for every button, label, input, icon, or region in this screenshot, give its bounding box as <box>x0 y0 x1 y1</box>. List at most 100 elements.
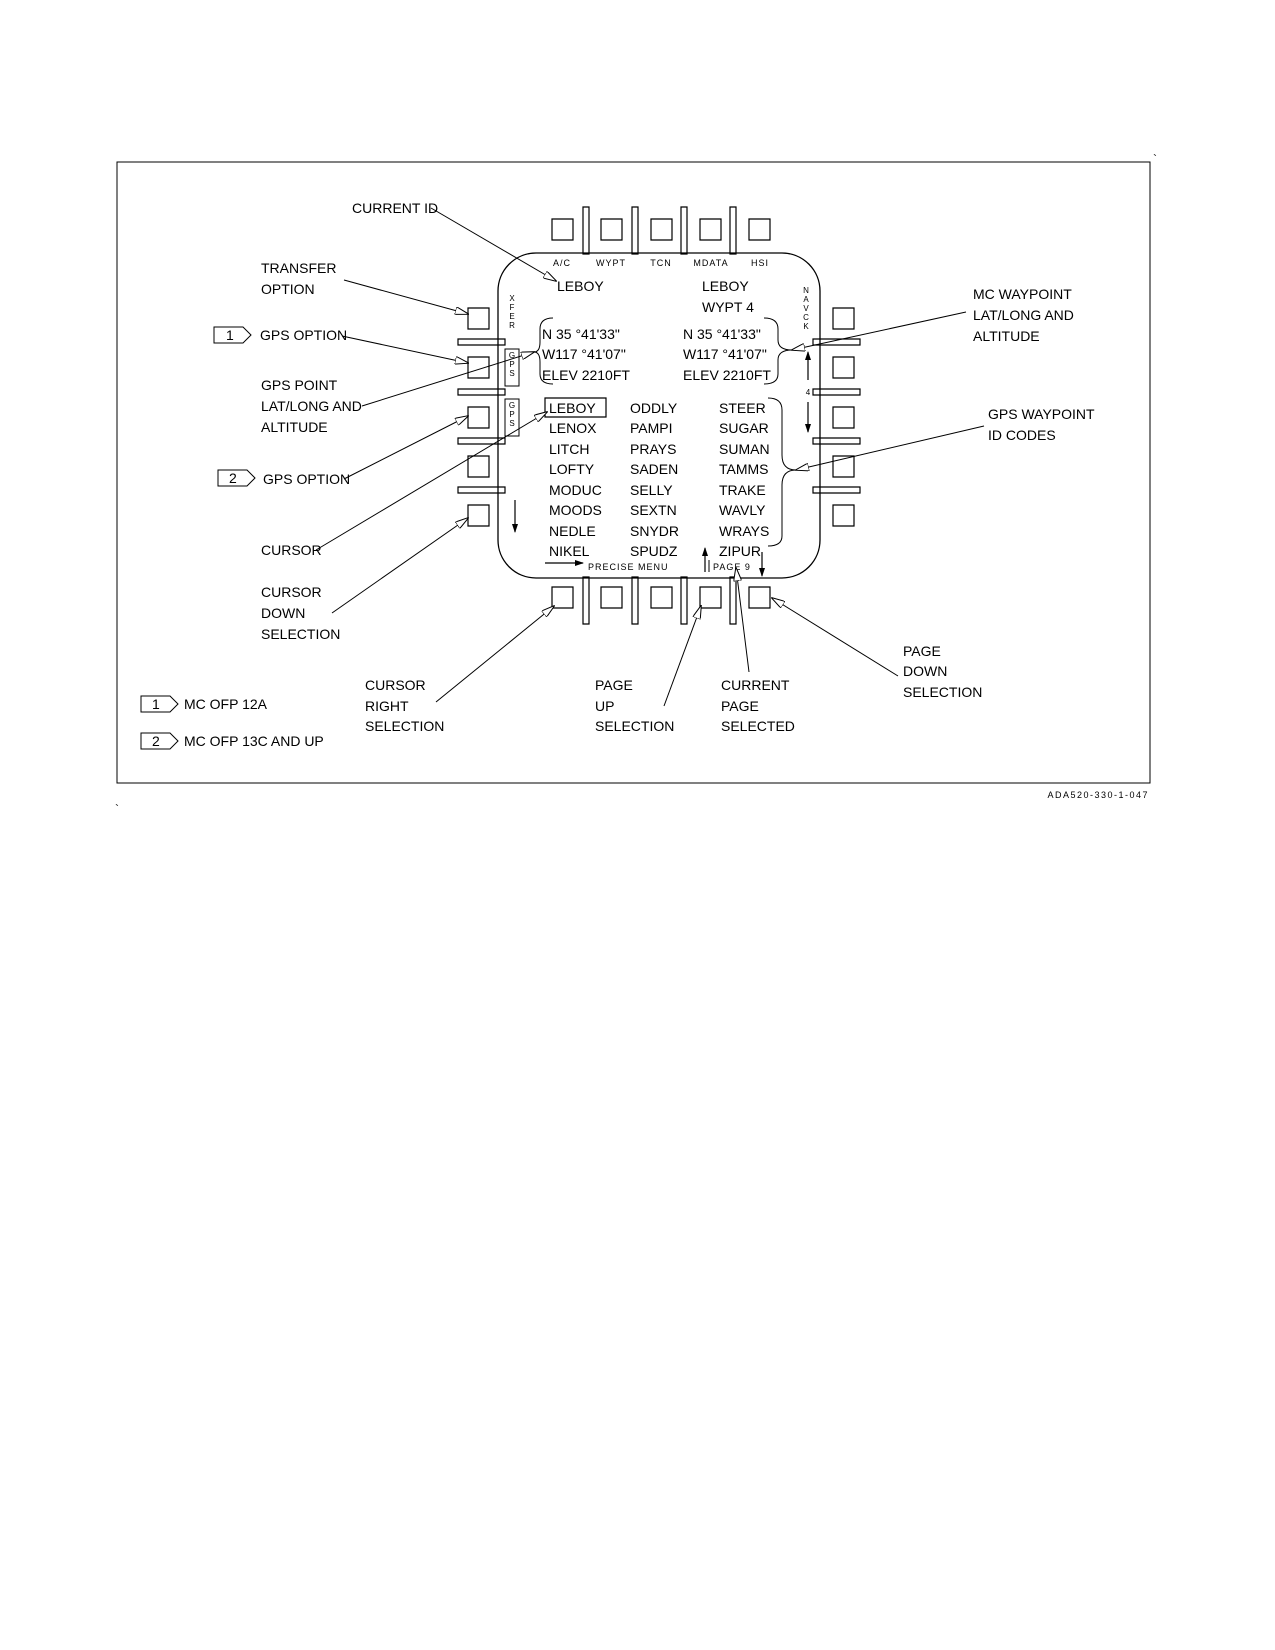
bezel-button-page-up[interactable] <box>700 587 721 608</box>
bezel-divider <box>681 207 687 254</box>
bezel-divider <box>583 577 589 624</box>
id-col3-row6[interactable]: WAVLY <box>719 502 766 518</box>
id-col2-row5[interactable]: SELLY <box>630 482 673 498</box>
id-col1-row5[interactable]: MODUC <box>549 482 602 498</box>
bezel-button-tcn[interactable] <box>651 219 672 240</box>
option-label-wypt: WYPT <box>596 258 626 268</box>
note-flag-1-icon <box>214 327 251 343</box>
id-col2-row7[interactable]: SNYDR <box>630 523 679 539</box>
bezel-button-right-5[interactable] <box>833 505 854 526</box>
legend-flag-2-number: 2 <box>152 733 160 749</box>
legend: 1 MC OFP 12A 2 MC OFP 13C AND UP <box>141 696 324 749</box>
bezel-button-bottom-2[interactable] <box>601 587 622 608</box>
bezel-divider <box>813 438 860 444</box>
id-col1-row3[interactable]: LITCH <box>549 441 589 457</box>
legend-text-1: MC OFP 12A <box>184 696 268 712</box>
bezel-divider <box>632 577 638 624</box>
mc-id: LEBOY <box>702 278 749 294</box>
id-col2-row3[interactable]: PRAYS <box>630 441 676 457</box>
callout-page-up-line3: SELECTION <box>595 718 674 734</box>
option-label-ac: A/C <box>553 258 571 268</box>
bezel-button-hsi[interactable] <box>749 219 770 240</box>
bezel-button-bottom-3[interactable] <box>651 587 672 608</box>
leader-cursor-right <box>436 606 554 702</box>
id-col1-row4[interactable]: LOFTY <box>549 461 595 477</box>
leader-mc-waypoint <box>792 312 966 350</box>
leader-current-page <box>736 568 749 672</box>
id-col2-row1[interactable]: ODDLY <box>630 400 678 416</box>
id-col3-row4[interactable]: TAMMS <box>719 461 769 477</box>
id-col3-row3[interactable]: SUMAN <box>719 441 770 457</box>
note-flag-2-number: 2 <box>229 470 237 486</box>
callout-cursor-right-line2: RIGHT <box>365 698 409 714</box>
leader-gps-ids <box>796 426 984 470</box>
id-col2-row8[interactable]: SPUDZ <box>630 543 678 559</box>
top-bezel <box>552 207 770 254</box>
callout-gps-point-line3: ALTITUDE <box>261 419 328 435</box>
id-col2-row4[interactable]: SADEN <box>630 461 678 477</box>
right-bezel <box>813 308 860 526</box>
id-col1-row7[interactable]: NEDLE <box>549 523 596 539</box>
bezel-button-cursor-down[interactable] <box>468 505 489 526</box>
id-col1-row2[interactable]: LENOX <box>549 420 597 436</box>
bezel-button-cursor-right[interactable] <box>552 587 573 608</box>
id-col3-row7[interactable]: WRAYS <box>719 523 769 539</box>
mc-point-lon: W117 °41'07" <box>683 346 767 362</box>
id-col2-row6[interactable]: SEXTN <box>630 502 677 518</box>
id-col1-row8[interactable]: NIKEL <box>549 543 590 559</box>
current-id: LEBOY <box>557 278 604 294</box>
callout-current-page-line3: SELECTED <box>721 718 795 734</box>
bezel-button-page-down[interactable] <box>749 587 770 608</box>
callout-page-down-line3: SELECTION <box>903 684 982 700</box>
bezel-button-right-2[interactable] <box>833 357 854 378</box>
callout-cursor: CURSOR <box>261 542 322 558</box>
figure-frame <box>117 162 1150 783</box>
leader-current-id <box>431 208 556 281</box>
callout-transfer-line2: OPTION <box>261 281 315 297</box>
bezel-button-wypt[interactable] <box>601 219 622 240</box>
bezel-button-xfer[interactable] <box>468 308 489 329</box>
bezel-divider <box>730 207 736 254</box>
callout-gps-point-line2: LAT/LONG AND <box>261 398 362 414</box>
id-col3-row5[interactable]: TRAKE <box>719 482 766 498</box>
leader-cursor-down <box>332 518 468 613</box>
bezel-button-right-3[interactable] <box>833 407 854 428</box>
id-col3-row8[interactable]: ZIPUR <box>719 543 761 559</box>
bezel-divider <box>813 339 860 345</box>
gps-point-lon: W117 °41'07" <box>542 346 626 362</box>
bezel-divider <box>813 487 860 493</box>
leader-transfer <box>344 280 468 314</box>
callout-gps-option-1: GPS OPTION <box>260 327 347 343</box>
legend-flag-1-icon <box>141 696 178 712</box>
legend-flag-2-icon <box>141 733 178 749</box>
bezel-button-gps-2[interactable] <box>468 407 489 428</box>
precise-menu-label: PRECISE MENU <box>588 562 669 572</box>
page-count: 4 <box>806 388 811 397</box>
leader-page-down <box>772 598 898 676</box>
bezel-button-ac[interactable] <box>552 219 573 240</box>
callout-page-down-line1: PAGE <box>903 643 941 659</box>
bezel-divider <box>583 207 589 254</box>
frame-tick-bottom: ` <box>115 802 119 816</box>
bezel-button-navck[interactable] <box>833 308 854 329</box>
callout-page-up-line2: UP <box>595 698 614 714</box>
id-col2-row2[interactable]: PAMPI <box>630 420 673 436</box>
bezel-button-mdata[interactable] <box>700 219 721 240</box>
callout-transfer-line1: TRANSFER <box>261 260 336 276</box>
bezel-button-right-4[interactable] <box>833 456 854 477</box>
option-label-tcn: TCN <box>650 258 672 268</box>
id-col1-row6[interactable]: MOODS <box>549 502 602 518</box>
bezel-button-left-4[interactable] <box>468 456 489 477</box>
callout-mc-waypoint-line3: ALTITUDE <box>973 328 1040 344</box>
leader-gps-option-1 <box>342 336 468 363</box>
gps-point-lat: N 35 °41'33" <box>542 326 620 342</box>
id-col3-row1[interactable]: STEER <box>719 400 766 416</box>
id-col3-row2[interactable]: SUGAR <box>719 420 769 436</box>
bezel-divider <box>458 339 505 345</box>
id-col1-row1[interactable]: LEBOY <box>549 400 596 416</box>
bezel-divider <box>813 389 860 395</box>
